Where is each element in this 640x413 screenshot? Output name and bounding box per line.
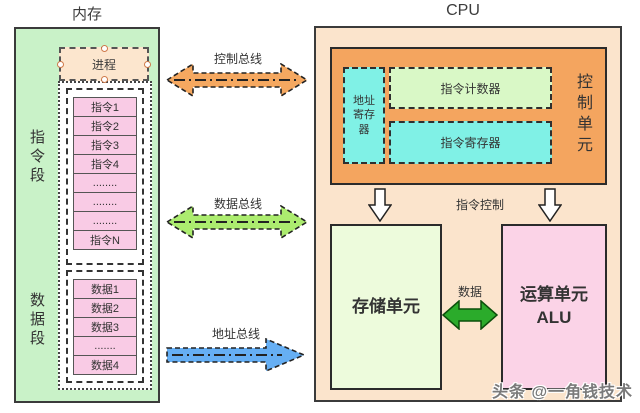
down-arrow-left-icon [368, 188, 392, 222]
data-segment-label: 数据段 [28, 292, 45, 349]
data-bus-label: 数据总线 [213, 197, 262, 211]
instruction-row: ........ [73, 192, 137, 212]
alu-label-line1: 运算单元 [520, 285, 588, 305]
data-row: 数据4 [73, 355, 137, 375]
data-arrow-label: 数据 [457, 285, 482, 299]
memory-title: 内存 [71, 6, 102, 23]
alu-label-line2: ALU [536, 308, 572, 327]
down-arrow-right-icon [538, 188, 562, 222]
address-register-box: 地址 寄存 器 [343, 67, 385, 164]
process-label: 进程 [91, 57, 116, 72]
handle-left-icon [57, 61, 64, 68]
alu-box: 运算单元 ALU [501, 224, 607, 390]
storage-unit-label: 存储单元 [352, 296, 420, 316]
control-bus-label: 控制总线 [213, 52, 262, 66]
instruction-row: 指令3 [73, 135, 137, 155]
process-box: 进程 [57, 45, 151, 83]
instruction-control-label: 指令控制 [455, 198, 504, 212]
handle-bottom-icon [101, 76, 108, 83]
instruction-row: ........ [73, 173, 137, 193]
control-bus-arrow-icon [166, 63, 308, 97]
instruction-counter-box: 指令计数器 [389, 67, 552, 109]
instruction-segment-label: 指令段 [28, 129, 45, 186]
instruction-group: 指令1 指令2 指令3 指令4 ........ ........ ......… [66, 88, 144, 265]
instruction-row: 指令1 [73, 97, 137, 117]
storage-unit-box: 存储单元 [330, 224, 442, 390]
address-bus-arrow-icon [166, 338, 306, 372]
data-row: 数据2 [73, 298, 137, 318]
watermark: 头条 @一角钱技术 [492, 384, 634, 401]
data-row: ....... [73, 336, 137, 356]
instruction-row: ........ [73, 211, 137, 231]
instruction-register-box: 指令寄存器 [389, 121, 552, 164]
data-bus-arrow-icon [166, 205, 308, 239]
handle-top-icon [101, 45, 108, 52]
instruction-row: 指令4 [73, 154, 137, 174]
cpu-title: CPU [446, 2, 480, 19]
control-unit-label: 控制单元 [574, 73, 591, 157]
instruction-row: 指令N [73, 230, 137, 250]
data-row: 数据1 [73, 279, 137, 299]
data-group: 数据1 数据2 数据3 ....... 数据4 [66, 270, 144, 383]
instruction-row: 指令2 [73, 116, 137, 136]
address-bus-label: 地址总线 [211, 327, 260, 341]
data-row: 数据3 [73, 317, 137, 337]
handle-right-icon [144, 61, 151, 68]
data-arrow-icon [442, 300, 498, 330]
